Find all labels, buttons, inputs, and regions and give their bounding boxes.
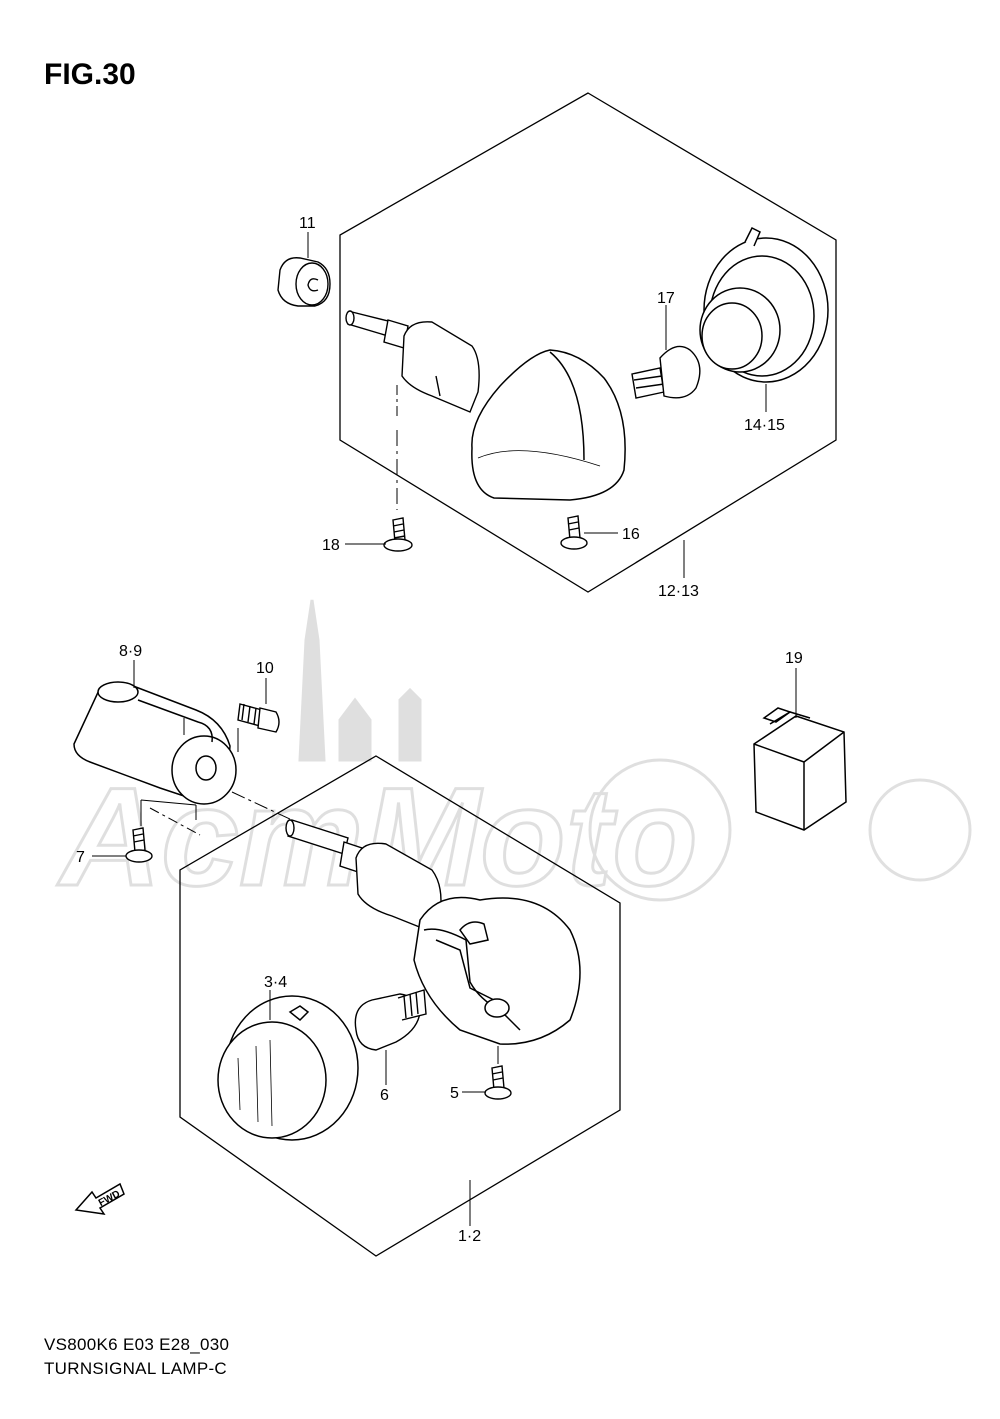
- part-label-19: 19: [785, 650, 803, 667]
- upper-assembly-outline: [339, 92, 837, 593]
- part-label-3-4: 3·4: [264, 974, 287, 991]
- upper-lamp-shell: [471, 349, 626, 501]
- part-label-11: 11: [299, 215, 316, 232]
- part-label-17: 17: [657, 290, 675, 307]
- grommet-11: [277, 257, 331, 307]
- part-number-labels: 11 17 14·15 18 16 12·13 8·9 10 19 7 3·4 …: [76, 215, 803, 1245]
- lower-assembly-outline: [179, 755, 621, 1257]
- part-label-10: 10: [256, 660, 274, 677]
- section-name: TURNSIGNAL LAMP-C: [44, 1359, 227, 1378]
- lower-leader-lines: [92, 660, 797, 1226]
- upper-leader-lines: [307, 232, 767, 578]
- bulb-17: [631, 345, 701, 399]
- lower-lamp-stem: [285, 819, 442, 933]
- part-label-12-13: 12·13: [658, 583, 699, 600]
- screw-5: [484, 1065, 512, 1100]
- bolt-10: [237, 703, 280, 733]
- part-label-7: 7: [76, 849, 85, 866]
- fwd-label: FWD: [97, 1189, 122, 1209]
- relay-19: [753, 707, 847, 831]
- fwd-arrow-icon: FWD: [74, 1182, 125, 1215]
- part-label-1-2: 1·2: [458, 1228, 481, 1245]
- part-label-14-15: 14·15: [744, 417, 785, 434]
- screw-16: [560, 515, 588, 550]
- lens-14-15: [699, 226, 829, 383]
- part-label-18: 18: [322, 537, 340, 554]
- figure-title: FIG.30: [44, 58, 136, 91]
- part-label-5: 5: [450, 1085, 459, 1102]
- lens-3-4: [217, 995, 359, 1141]
- upper-lamp-stem: [345, 310, 480, 413]
- lower-lamp-housing: [413, 896, 581, 1045]
- bulb-6: [354, 989, 427, 1051]
- part-label-6: 6: [380, 1087, 389, 1104]
- part-label-16: 16: [622, 526, 640, 543]
- screw-7: [125, 827, 153, 863]
- bracket-8-9: [73, 681, 237, 805]
- part-label-8-9: 8·9: [119, 643, 142, 660]
- model-code: VS800K6 E03 E28_030: [44, 1335, 230, 1354]
- screw-18: [383, 517, 413, 552]
